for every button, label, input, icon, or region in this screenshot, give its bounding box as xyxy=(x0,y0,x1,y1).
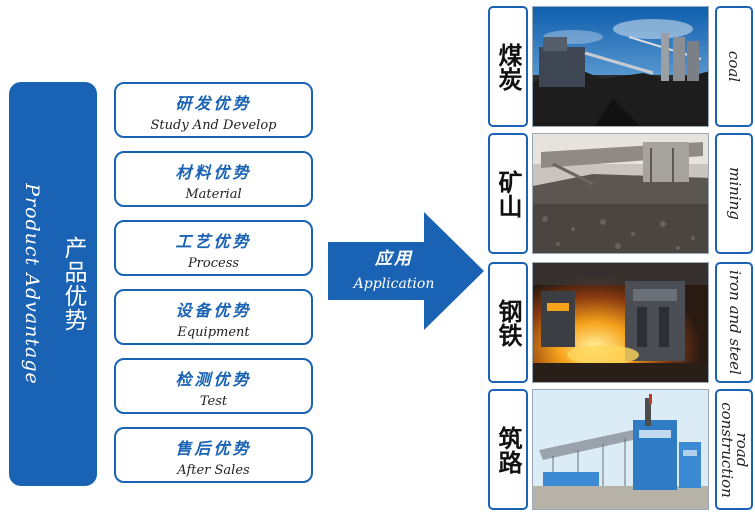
arrow-label-en: Application xyxy=(353,276,435,292)
arrow-label-cn: 应用 xyxy=(375,249,413,269)
advantage-en: Test xyxy=(199,394,228,409)
product-advantage-title-cn: 产品优势 xyxy=(60,236,86,332)
application-en: coal xyxy=(725,50,744,83)
advantage-en: Equipment xyxy=(177,325,250,340)
application-en-box: mining xyxy=(715,133,753,254)
coal-facility-photo xyxy=(532,6,709,127)
application-en-line1: road xyxy=(733,432,752,467)
advantage-cn: 售后优势 xyxy=(175,439,252,458)
advantage-cn: 材料优势 xyxy=(175,163,252,182)
application-cn: 煤炭 xyxy=(494,42,522,91)
application-cn-box: 筑路 xyxy=(488,389,528,510)
advantage-cn: 设备优势 xyxy=(175,301,252,320)
product-advantage-title-en-wrap: Product Advantage xyxy=(15,82,49,486)
application-cn-box: 矿山 xyxy=(488,133,528,254)
advantage-cn: 检测优势 xyxy=(175,370,252,389)
application-en: mining xyxy=(725,167,744,220)
application-row-coal: 煤炭 coal xyxy=(488,6,753,127)
advantage-en: Process xyxy=(187,256,240,271)
application-en-box: iron and steel xyxy=(715,262,753,383)
advantage-item-equipment: 设备优势 Equipment xyxy=(114,289,313,345)
advantage-cn: 工艺优势 xyxy=(175,232,252,251)
product-advantage-panel: Product Advantage 产品优势 xyxy=(9,82,97,486)
advantage-en: Material xyxy=(185,187,242,202)
advantage-en: Study And Develop xyxy=(150,118,277,133)
product-advantage-title-cn-wrap: 产品优势 xyxy=(55,82,91,486)
advantage-cn: 研发优势 xyxy=(175,94,252,113)
steel-furnace-photo xyxy=(532,262,709,383)
application-row-iron-steel: 钢铁 iron and steel xyxy=(488,262,753,383)
application-arrow-icon xyxy=(328,212,484,330)
application-en: iron and steel xyxy=(725,270,744,375)
mining-machine-photo xyxy=(532,133,709,254)
application-cn: 筑路 xyxy=(494,425,522,474)
asphalt-plant-photo xyxy=(532,389,709,510)
application-cn-box: 钢铁 xyxy=(488,262,528,383)
application-cn: 钢铁 xyxy=(494,298,522,347)
application-cn: 矿山 xyxy=(494,169,522,218)
application-en-box: coal xyxy=(715,6,753,127)
advantage-en: After Sales xyxy=(177,463,250,478)
application-cn-box: 煤炭 xyxy=(488,6,528,127)
advantage-item-study: 研发优势 Study And Develop xyxy=(114,82,313,138)
product-advantage-title-en: Product Advantage xyxy=(21,183,44,385)
advantage-item-process: 工艺优势 Process xyxy=(114,220,313,276)
application-row-mining: 矿山 mining xyxy=(488,133,753,254)
advantage-item-material: 材料优势 Material xyxy=(114,151,313,207)
advantage-item-after-sales: 售后优势 After Sales xyxy=(114,427,313,483)
application-en-line2: construction xyxy=(718,401,737,498)
advantage-item-test: 检测优势 Test xyxy=(114,358,313,414)
